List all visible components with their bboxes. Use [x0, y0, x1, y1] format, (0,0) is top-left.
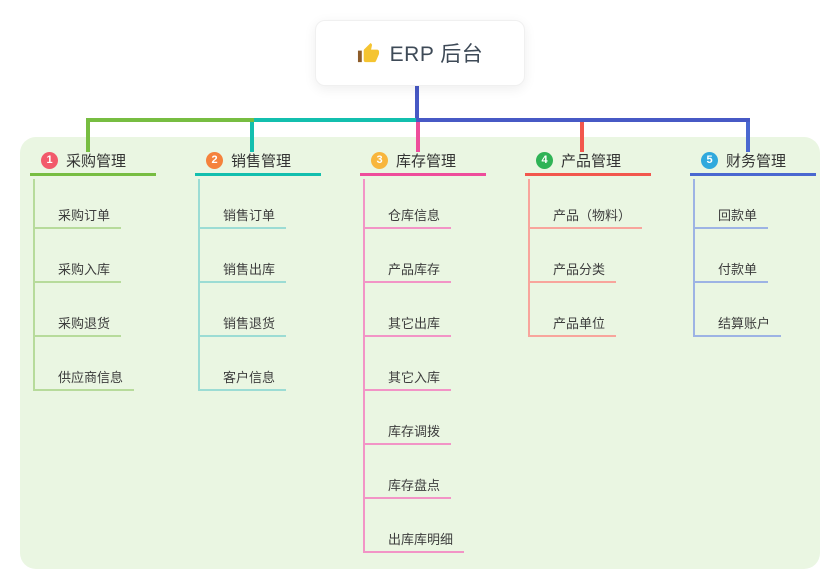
branch-node-label: 销售管理: [231, 153, 292, 170]
branch-number-badge: 1: [41, 152, 58, 169]
child-node[interactable]: 采购入库: [33, 259, 122, 283]
branch-node[interactable]: 3 库存管理: [360, 148, 486, 176]
child-node[interactable]: 采购退货: [33, 313, 122, 337]
branch-node[interactable]: 5 财务管理: [690, 148, 816, 176]
branch-node-label: 财务管理: [726, 153, 787, 170]
branch-number-badge: 2: [206, 152, 223, 169]
child-node[interactable]: 其它出库: [363, 313, 452, 337]
child-spine-line: [528, 179, 530, 337]
branch-number-badge: 4: [536, 152, 553, 169]
branch-drop-line: [580, 118, 584, 152]
child-node[interactable]: 销售出库: [198, 259, 287, 283]
child-node[interactable]: 销售退货: [198, 313, 287, 337]
branch-drop-line: [250, 118, 254, 152]
branch-node-label: 采购管理: [66, 153, 127, 170]
root-node-label: ERP 后台: [389, 43, 484, 66]
child-spine-line: [363, 179, 365, 553]
root-stem-line: [415, 84, 419, 118]
branch-node-label: 库存管理: [396, 153, 457, 170]
child-node[interactable]: 销售订单: [198, 205, 287, 229]
child-spine-line: [693, 179, 695, 337]
branch-node-label: 产品管理: [561, 153, 622, 170]
child-node[interactable]: 其它入库: [363, 367, 452, 391]
branch-drop-line: [746, 118, 750, 152]
child-node[interactable]: 库存盘点: [363, 475, 452, 499]
bus-segment-left: [86, 118, 254, 122]
branches-panel: [20, 137, 820, 569]
branch-number-badge: 5: [701, 152, 718, 169]
child-node[interactable]: 采购订单: [33, 205, 122, 229]
child-node[interactable]: 产品分类: [528, 259, 617, 283]
root-node[interactable]: ERP 后台: [315, 20, 525, 86]
bus-segment-right: [416, 118, 750, 122]
branch-drop-line: [416, 118, 420, 152]
child-node[interactable]: 供应商信息: [33, 367, 135, 391]
child-node[interactable]: 回款单: [693, 205, 769, 229]
thumbs-up-icon: [357, 42, 380, 65]
child-node[interactable]: 客户信息: [198, 367, 287, 391]
child-node[interactable]: 仓库信息: [363, 205, 452, 229]
child-spine-line: [33, 179, 35, 391]
branch-drop-line: [86, 118, 90, 152]
branch-node[interactable]: 4 产品管理: [525, 148, 651, 176]
branch-node[interactable]: 2 销售管理: [195, 148, 321, 176]
child-node[interactable]: 产品单位: [528, 313, 617, 337]
bus-segment-mid: [254, 118, 416, 122]
branch-node[interactable]: 1 采购管理: [30, 148, 156, 176]
child-node[interactable]: 结算账户: [693, 313, 782, 337]
child-node[interactable]: 产品（物料）: [528, 205, 643, 229]
child-node[interactable]: 库存调拨: [363, 421, 452, 445]
branch-number-badge: 3: [371, 152, 388, 169]
child-node[interactable]: 出库库明细: [363, 529, 465, 553]
child-spine-line: [198, 179, 200, 391]
child-node[interactable]: 付款单: [693, 259, 769, 283]
child-node[interactable]: 产品库存: [363, 259, 452, 283]
